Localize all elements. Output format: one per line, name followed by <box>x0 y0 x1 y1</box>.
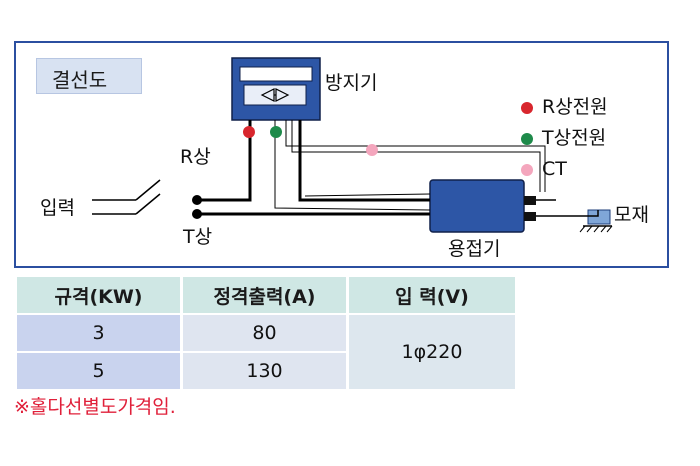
r-phase-label: R상 <box>180 146 211 168</box>
spec-header-row: 규격(KW) 정격출력(A) 입 력(V) <box>17 277 515 313</box>
capacity-cell: 5 <box>17 353 180 389</box>
capacity-cell: 3 <box>17 315 180 351</box>
wire-thin-1 <box>274 120 431 211</box>
legend-ct-label: CT <box>542 158 567 180</box>
legend-t-label: T상전원 <box>542 127 607 149</box>
prevention-device-label: 방지기 <box>325 72 378 94</box>
t-phase-label: T상 <box>183 226 213 248</box>
legend-t-dot <box>521 133 533 145</box>
prevention-device-window <box>239 66 313 82</box>
output-cell: 80 <box>183 315 346 351</box>
wiring-diagram <box>14 41 669 268</box>
wire-r-phase <box>197 120 252 202</box>
switch-blade-t <box>135 193 161 215</box>
wire-thin-4 <box>304 193 431 197</box>
output-cell: 130 <box>183 353 346 389</box>
diagram-title-box <box>36 58 142 94</box>
welder-body <box>429 179 525 233</box>
price-note: ※홀다선별도가격임. <box>14 396 176 418</box>
ground-hatch <box>579 225 613 233</box>
wire-welder-to-base <box>536 210 599 217</box>
input-cell: 1φ220 <box>349 315 515 389</box>
wire-thin-3 <box>291 120 541 192</box>
r-phase-dot <box>243 126 255 138</box>
welder-terminal-top <box>524 196 536 205</box>
wire-device-to-welder <box>298 120 430 202</box>
input-label: 입력 <box>40 197 75 219</box>
wire-thin-2 <box>285 120 546 192</box>
switch-blade-r <box>135 179 161 201</box>
header-capacity: 규격(KW) <box>17 277 180 313</box>
diagram-frame <box>14 41 669 268</box>
table-row: 5 130 <box>17 353 515 389</box>
base-material-label: 모재 <box>614 204 649 226</box>
diagram-title: 결선도 <box>52 68 108 92</box>
ct-dot <box>366 144 378 156</box>
legend-r-label: R상전원 <box>542 96 608 118</box>
base-material <box>587 209 611 225</box>
header-output: 정격출력(A) <box>183 277 346 313</box>
table-row: 3 80 1φ220 <box>17 315 515 389</box>
legend-ct-dot <box>521 164 533 176</box>
legend-r-dot <box>521 102 533 114</box>
spec-table: 규격(KW) 정격출력(A) 입 력(V) 3 80 1φ220 5 130 <box>14 275 518 391</box>
header-input: 입 력(V) <box>349 277 515 313</box>
welder-label: 용접기 <box>448 238 501 260</box>
t-phase-dot <box>270 126 282 138</box>
welder-terminal-bottom <box>524 212 536 221</box>
